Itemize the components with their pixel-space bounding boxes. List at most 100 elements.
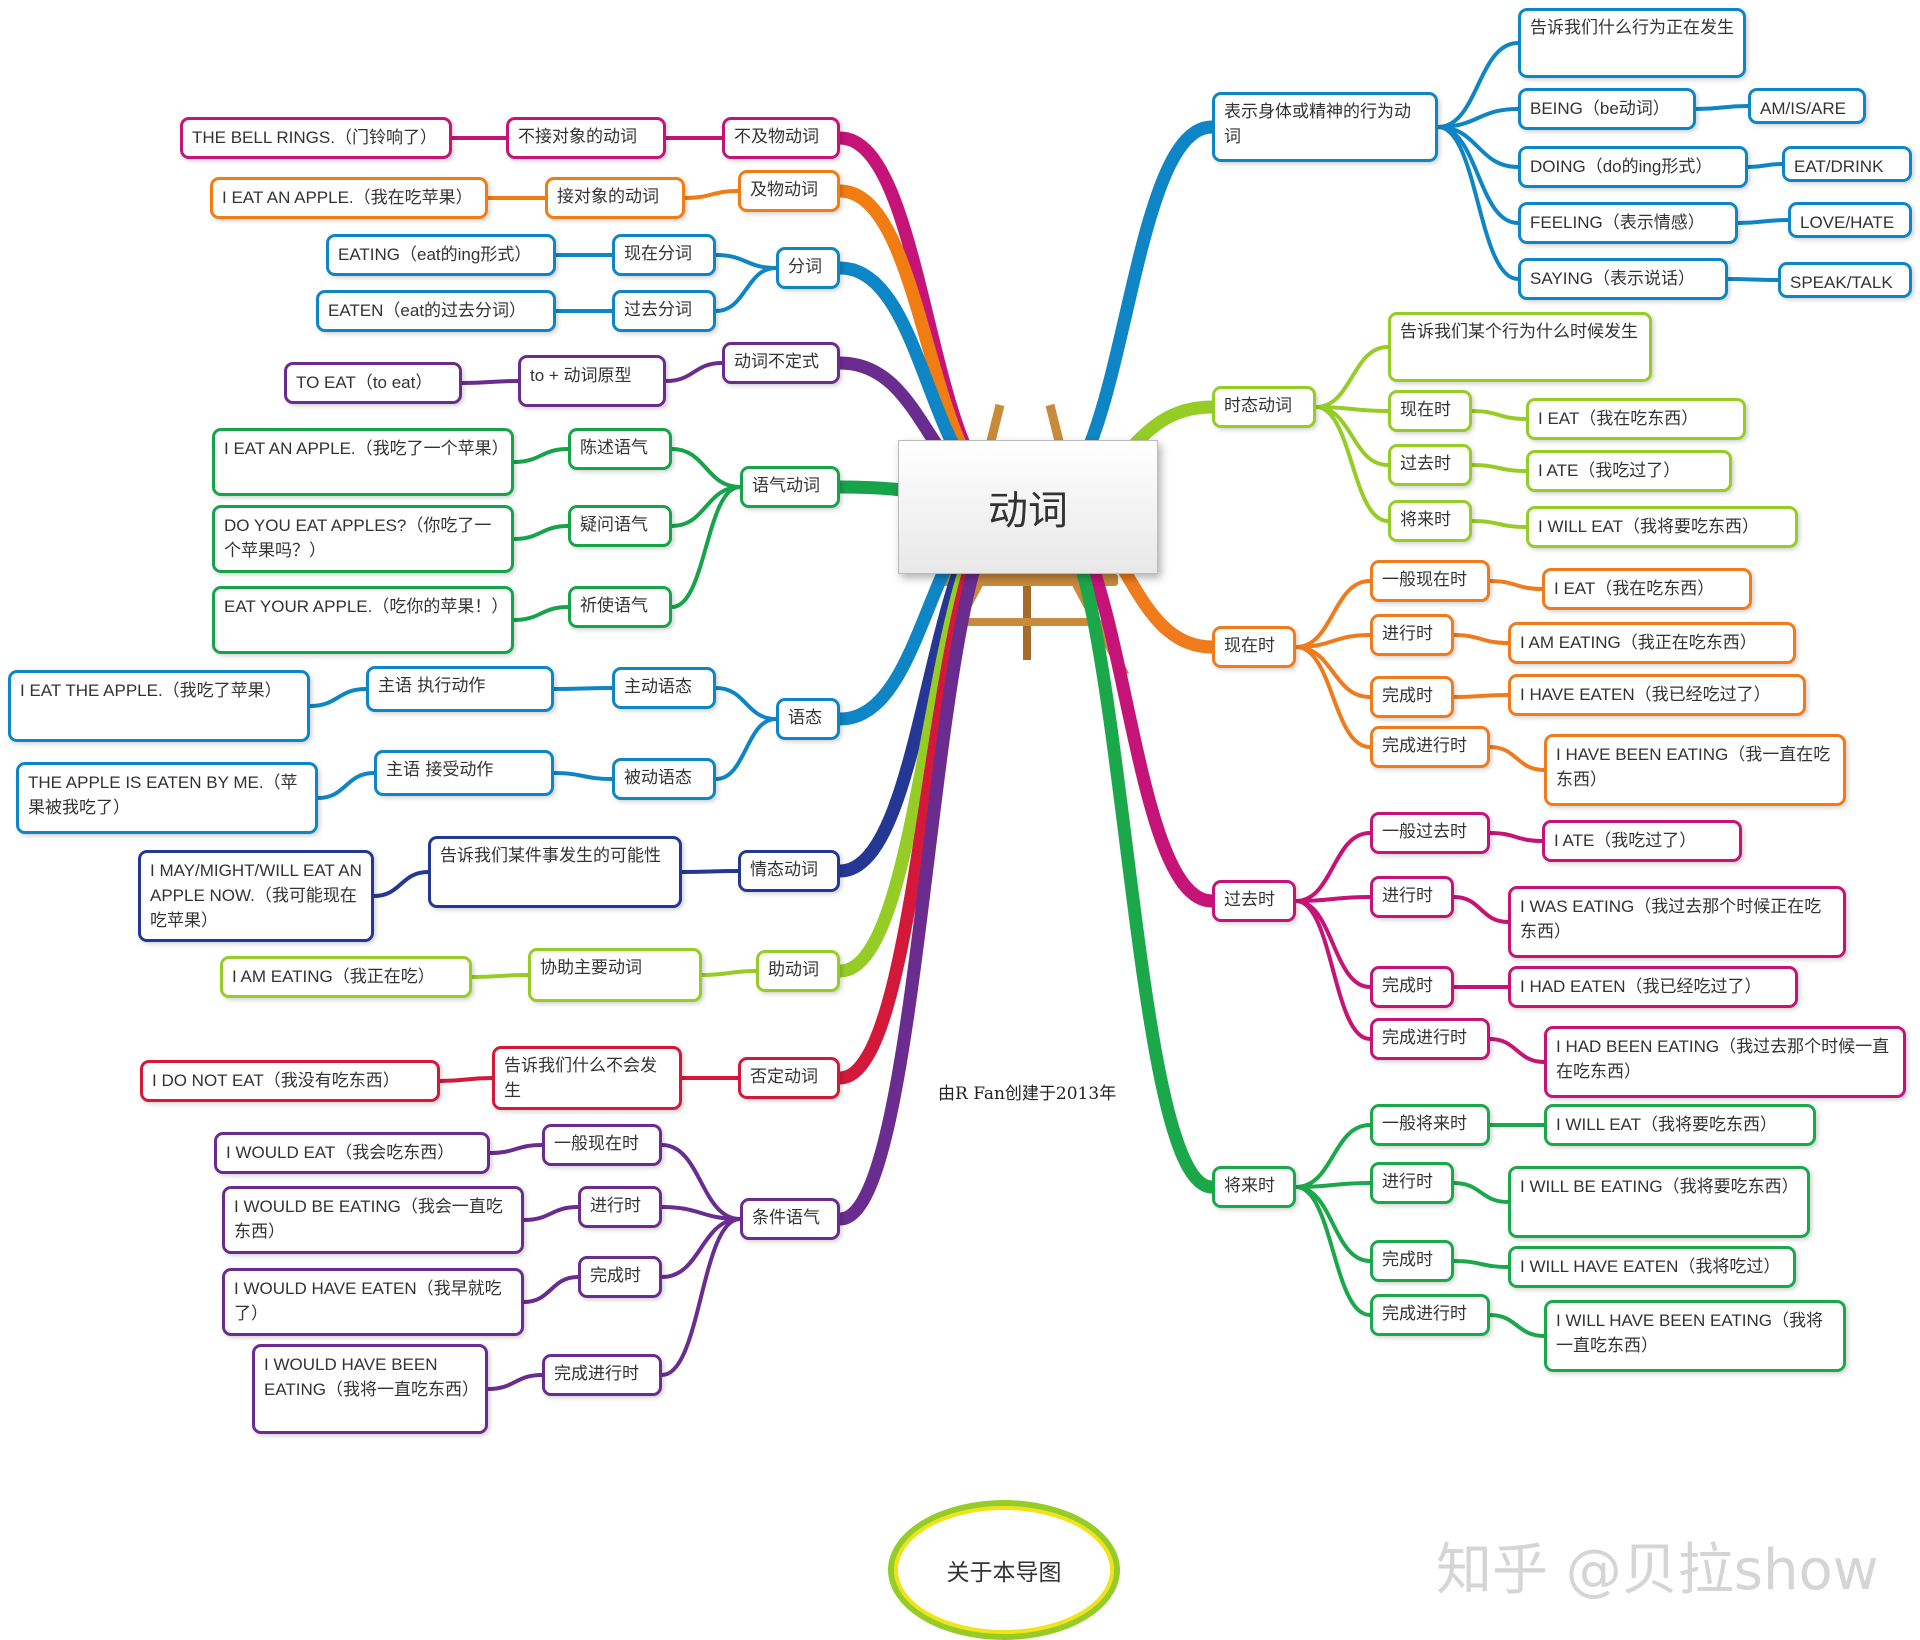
node-neg[interactable]: 否定动词 [738, 1057, 840, 1099]
node-mood-ind[interactable]: 陈述语气 [568, 428, 672, 470]
node-doing[interactable]: DOING（do的ing形式） [1518, 146, 1748, 188]
node-cond-2-e[interactable]: I WOULD BE EATING（我会一直吃东西） [222, 1186, 524, 1254]
node-past-2-e[interactable]: I WAS EATING（我过去那个时候正在吃东西） [1508, 886, 1846, 958]
node-part[interactable]: 分词 [776, 247, 840, 289]
node-cond-4[interactable]: 完成进行时 [542, 1354, 662, 1396]
node-fut-3-e[interactable]: I WILL HAVE EATEN（我将吃过） [1508, 1246, 1796, 1288]
node-cond-2[interactable]: 进行时 [578, 1186, 662, 1228]
node-pres-4-e[interactable]: I HAVE BEEN EATING（我一直在吃东西） [1544, 734, 1846, 806]
node-voice-act-e[interactable]: I EAT THE APPLE.（我吃了苹果） [8, 670, 310, 742]
node-mood-imp[interactable]: 祈使语气 [568, 586, 672, 628]
node-cond-3[interactable]: 完成时 [578, 1256, 662, 1298]
node-fut-1-e[interactable]: I WILL EAT（我将要吃东西） [1544, 1104, 1816, 1146]
node-pres-4[interactable]: 完成进行时 [1370, 726, 1490, 768]
node-tense-past-e[interactable]: I ATE（我吃过了） [1526, 450, 1732, 492]
node-tense-pres[interactable]: 现在时 [1388, 390, 1472, 432]
node-intrans-e[interactable]: THE BELL RINGS.（门铃响了） [180, 117, 452, 159]
node-saying-e[interactable]: SPEAK/TALK [1778, 262, 1912, 298]
connector-voice-act-e [308, 687, 368, 708]
node-mood-int-e[interactable]: DO YOU EAT APPLES?（你吃了一个苹果吗？） [212, 505, 514, 573]
node-aux[interactable]: 助动词 [756, 950, 840, 992]
node-mood-imp-e[interactable]: EAT YOUR APPLE.（吃你的苹果！） [212, 586, 514, 654]
node-being-e[interactable]: AM/IS/ARE [1748, 88, 1866, 124]
watermark-text: 知乎 @贝拉show [1436, 1538, 1879, 1603]
connector-neg-e [438, 1076, 494, 1083]
node-voice-pas-e[interactable]: THE APPLE IS EATEN BY ME.（苹果被我吃了） [16, 762, 318, 834]
node-feeling[interactable]: FEELING（表示情感） [1518, 202, 1738, 244]
connector-tense-d [1314, 345, 1390, 409]
node-pres-1[interactable]: 一般现在时 [1370, 560, 1490, 602]
node-mood[interactable]: 语气动词 [740, 466, 840, 508]
node-fut-1[interactable]: 一般将来时 [1370, 1104, 1490, 1146]
node-mood-ind-e[interactable]: I EAT AN APPLE.（我吃了一个苹果） [212, 428, 514, 496]
node-inf-e[interactable]: TO EAT（to eat） [284, 362, 462, 404]
node-past-1-e[interactable]: I ATE（我吃过了） [1542, 820, 1742, 862]
node-inf-d[interactable]: to + 动词原型 [518, 355, 666, 407]
node-trans[interactable]: 及物动词 [738, 170, 840, 212]
node-fut-2[interactable]: 进行时 [1370, 1162, 1454, 1204]
node-part-pres[interactable]: 现在分词 [612, 234, 716, 276]
node-part-past[interactable]: 过去分词 [612, 290, 716, 332]
node-doing-e[interactable]: EAT/DRINK [1782, 146, 1912, 182]
node-modal-d[interactable]: 告诉我们某件事发生的可能性 [428, 836, 682, 908]
node-voice[interactable]: 语态 [776, 698, 840, 740]
node-trans-d[interactable]: 接对象的动词 [545, 177, 685, 219]
node-modal-e[interactable]: I MAY/MIGHT/WILL EAT AN APPLE NOW.（我可能现在… [138, 850, 374, 942]
connector-past-4-e [1488, 1037, 1546, 1064]
node-intrans-d[interactable]: 不接对象的动词 [506, 117, 666, 159]
node-cond-1[interactable]: 一般现在时 [542, 1124, 662, 1166]
node-voice-pas[interactable]: 被动语态 [612, 758, 716, 800]
node-voice-pas-d[interactable]: 主语 接受动作 [374, 750, 554, 796]
node-voice-act[interactable]: 主动语态 [612, 667, 716, 709]
node-pres-2-e[interactable]: I AM EATING（我正在吃东西） [1508, 622, 1796, 664]
node-cond[interactable]: 条件语气 [740, 1198, 840, 1240]
node-past[interactable]: 过去时 [1212, 880, 1296, 922]
center-topic[interactable]: 动词 [898, 440, 1158, 574]
node-fut-4-e[interactable]: I WILL HAVE BEEN EATING（我将一直吃东西） [1544, 1300, 1846, 1372]
node-voice-act-d[interactable]: 主语 执行动作 [366, 666, 554, 712]
node-modal[interactable]: 情态动词 [738, 850, 840, 892]
node-fut-2-e[interactable]: I WILL BE EATING（我将要吃东西） [1508, 1166, 1810, 1238]
node-past-2[interactable]: 进行时 [1370, 876, 1454, 918]
node-intrans[interactable]: 不及物动词 [722, 117, 840, 159]
node-aux-e[interactable]: I AM EATING（我正在吃） [220, 956, 472, 998]
node-tense-past[interactable]: 过去时 [1388, 444, 1472, 486]
node-neg-d[interactable]: 告诉我们什么不会发生 [492, 1046, 682, 1110]
node-neg-e[interactable]: I DO NOT EAT（我没有吃东西） [140, 1060, 440, 1102]
node-fut-3[interactable]: 完成时 [1370, 1240, 1454, 1282]
node-tense[interactable]: 时态动词 [1212, 386, 1316, 428]
connector-cond-3-e [522, 1275, 580, 1304]
node-past-4-e[interactable]: I HAD BEEN EATING（我过去那个时候一直在吃东西） [1544, 1026, 1906, 1098]
node-mood-int[interactable]: 疑问语气 [568, 505, 672, 547]
node-vinfo[interactable]: 表示身体或精神的行为动词 [1212, 92, 1438, 162]
node-being[interactable]: BEING（be动词） [1518, 88, 1696, 130]
about-map-button[interactable]: 关于本导图 [888, 1500, 1120, 1640]
node-past-4[interactable]: 完成进行时 [1370, 1018, 1490, 1060]
node-aux-d[interactable]: 协助主要动词 [528, 948, 702, 1002]
node-tense-pres-e[interactable]: I EAT（我在吃东西） [1526, 398, 1746, 440]
node-pres[interactable]: 现在时 [1212, 626, 1296, 668]
node-pres-1-e[interactable]: I EAT（我在吃东西） [1542, 568, 1752, 610]
node-feeling-e[interactable]: LOVE/HATE [1788, 202, 1912, 238]
node-fut-4[interactable]: 完成进行时 [1370, 1294, 1490, 1336]
node-trans-e[interactable]: I EAT AN APPLE.（我在吃苹果） [210, 177, 488, 219]
node-tense-d[interactable]: 告诉我们某个行为什么时候发生 [1388, 312, 1652, 382]
node-cond-4-e[interactable]: I WOULD HAVE BEEN EATING（我将一直吃东西） [252, 1344, 488, 1434]
node-inf[interactable]: 动词不定式 [722, 342, 840, 384]
node-pres-2[interactable]: 进行时 [1370, 614, 1454, 656]
node-part-past-e[interactable]: EATEN（eat的过去分词） [316, 290, 556, 332]
connector-part-past [714, 266, 778, 313]
node-cond-1-e[interactable]: I WOULD EAT（我会吃东西） [214, 1132, 490, 1174]
node-fut[interactable]: 将来时 [1212, 1166, 1296, 1208]
node-saying[interactable]: SAYING（表示说话） [1518, 258, 1728, 300]
node-pres-3-e[interactable]: I HAVE EATEN（我已经吃过了） [1508, 674, 1806, 716]
node-tense-fut-e[interactable]: I WILL EAT（我将要吃东西） [1526, 506, 1798, 548]
node-past-3-e[interactable]: I HAD EATEN（我已经吃过了） [1508, 966, 1798, 1008]
node-tense-fut[interactable]: 将来时 [1388, 500, 1472, 542]
node-part-pres-e[interactable]: EATING（eat的ing形式） [326, 234, 556, 276]
node-past-3[interactable]: 完成时 [1370, 966, 1454, 1008]
node-cond-3-e[interactable]: I WOULD HAVE EATEN（我早就吃了） [222, 1268, 524, 1336]
node-vinfo-d[interactable]: 告诉我们什么行为正在发生 [1518, 8, 1746, 78]
node-pres-3[interactable]: 完成时 [1370, 676, 1454, 718]
node-past-1[interactable]: 一般过去时 [1370, 812, 1490, 854]
